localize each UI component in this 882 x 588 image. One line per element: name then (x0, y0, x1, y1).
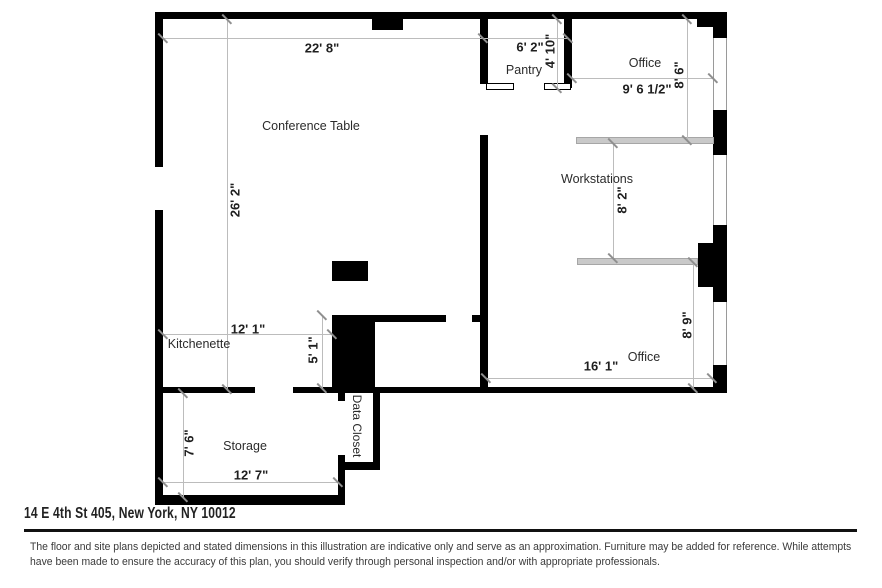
wall-pantry-right (564, 12, 572, 88)
wall-closet-bottom (338, 462, 380, 470)
divider-rule (24, 529, 857, 532)
column-large (332, 315, 375, 393)
wall-pantry-left (480, 12, 488, 84)
disclaimer-line-2: have been made to ensure the accuracy of… (30, 556, 660, 568)
dim-kitchenette-width: 12' 1" (230, 321, 266, 337)
room-label-data-closet: Data Closet (350, 394, 364, 458)
dimension-line (227, 19, 228, 389)
room-label-workstations: Workstations (560, 172, 634, 186)
dim-pantry-width: 6' 2" (516, 39, 544, 55)
dimension-line (687, 19, 688, 140)
disclaimer-text: The floor and site plans depicted and st… (30, 540, 882, 570)
room-label-kitchenette: Kitchenette (167, 337, 231, 351)
wall-right-seg2 (713, 110, 727, 155)
dimension-line (322, 315, 323, 388)
wall-right-pier (698, 243, 727, 287)
wall-right-seg1 (713, 12, 727, 38)
wall-storage-right (338, 455, 345, 505)
dim-office-bottom-depth: 8' 9" (679, 311, 695, 339)
window-symbol (713, 302, 727, 365)
dim-storage-depth: 7' 6" (181, 429, 197, 457)
room-label-conference: Conference Table (262, 119, 360, 133)
dim-storage-width: 12' 7" (233, 467, 269, 483)
disclaimer-line-1: The floor and site plans depicted and st… (30, 541, 852, 553)
window-symbol (713, 38, 727, 110)
wall-top (155, 12, 727, 19)
property-address: 14 E 4th St 405, New York, NY 10012 (24, 505, 236, 522)
dim-office-bottom-width: 16' 1" (583, 358, 619, 374)
wall-bottom-kitchenette (157, 387, 255, 393)
dimension-line (613, 143, 614, 258)
dimension-line (557, 19, 558, 88)
wall-bottom-main (293, 387, 723, 393)
wall-central (480, 135, 488, 388)
dimension-line (163, 38, 568, 39)
dim-workstations-depth: 8' 2" (614, 186, 630, 214)
dimension-line (572, 78, 713, 79)
wall-left-upper (155, 12, 163, 167)
desk-partition (577, 258, 698, 265)
wall-left-lower (155, 210, 163, 505)
dim-conference-width: 22' 8" (304, 40, 340, 56)
dimension-line (163, 334, 332, 335)
wall-storage-bottom (155, 495, 345, 505)
dimension-line (693, 262, 694, 388)
window-symbol (713, 155, 727, 225)
wall-closet-left-stub (338, 393, 345, 401)
dim-conference-height: 26' 2" (227, 182, 243, 218)
floor-plan: Conference Table Pantry Office Workstati… (155, 12, 727, 505)
wall-corridor (368, 315, 446, 322)
dim-kitchenette-depth: 5' 1" (305, 336, 321, 364)
desk-partition (576, 137, 714, 144)
room-label-office-bottom: Office (627, 350, 661, 364)
column-block (332, 261, 368, 281)
dimension-line (163, 482, 338, 483)
room-label-office-top: Office (628, 56, 662, 70)
wall-top-pier (372, 19, 403, 30)
dim-office-top-depth: 8' 6" (671, 61, 687, 89)
dim-office-top-width: 9' 6 1/2" (622, 81, 672, 97)
wall-right-seg4 (713, 365, 727, 393)
door-symbol (486, 83, 514, 90)
dimension-line (486, 378, 712, 379)
dim-pantry-depth: 4' 10" (542, 33, 558, 69)
dimension-line (183, 393, 184, 497)
wall-corridor-stub (472, 315, 480, 322)
room-label-storage: Storage (223, 439, 267, 453)
wall-closet-right (373, 393, 380, 470)
room-label-pantry: Pantry (505, 63, 543, 77)
